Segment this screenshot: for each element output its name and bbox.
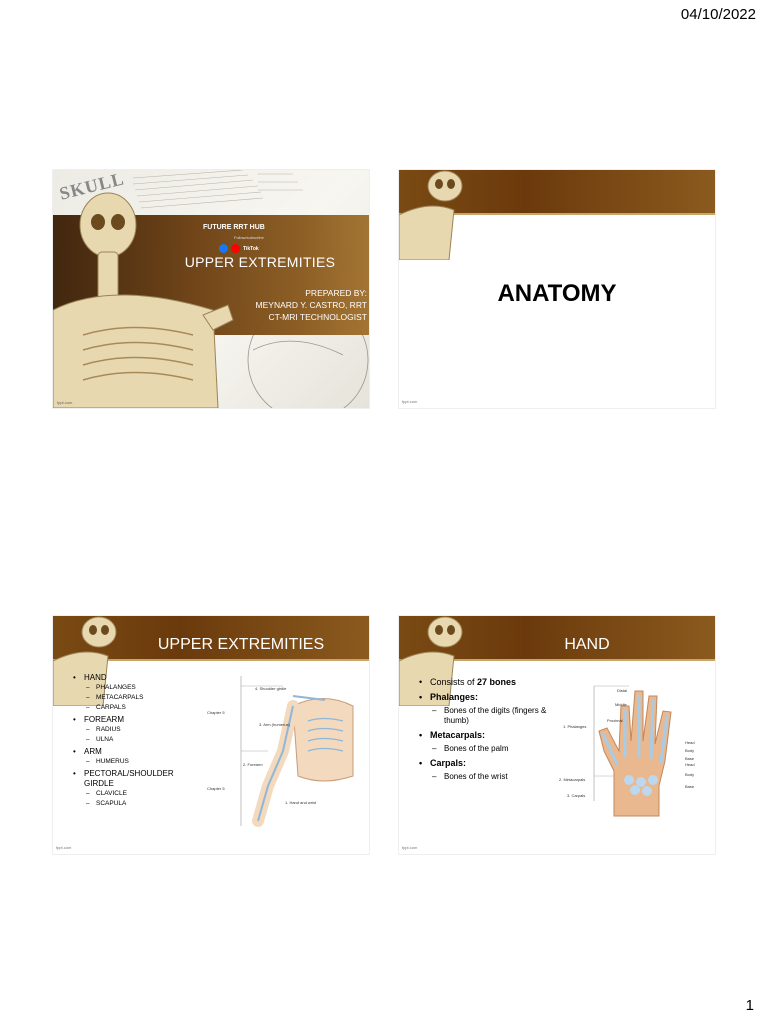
list-item: PECTORAL/SHOULDER GIRDLE (73, 769, 193, 789)
list-item: HAND (73, 673, 193, 683)
corner-skeleton-image (399, 170, 463, 260)
list-item: FOREARM (73, 715, 193, 725)
slide-main-title: UPPER EXTREMITIES (184, 254, 336, 270)
page-date: 04/10/2022 (680, 6, 756, 23)
consists-prefix: Consists of (430, 677, 475, 687)
slide-heading: UPPER EXTREMITIES (157, 636, 325, 653)
list-subitem: RADIUS (73, 725, 193, 735)
slide-footer: fppt.com (57, 400, 73, 405)
upper-limb-figure: Chapter 5 Chapter 5 4. Shoulder girdle 3… (207, 676, 363, 836)
hand-figure: Distal Middle Proximal 1. Phalanges 2. M… (559, 676, 709, 826)
prepared-line: PREPARED BY: (305, 288, 367, 298)
prepared-by: PREPARED BY: MEYNARD Y. CASTRO, RRT CT-M… (221, 287, 367, 323)
carpals-label: 3. Carpals (567, 793, 586, 798)
social-icons: TikTok (219, 244, 259, 253)
hub-title: FUTURE RRT HUB (203, 224, 265, 231)
list-subitem: CLAVICLE (73, 789, 193, 799)
middle-label: Middle (615, 702, 627, 707)
facebook-icon (219, 244, 228, 253)
proximal-label: Proximal (607, 718, 623, 723)
tiktok-label: TikTok (243, 245, 259, 252)
skeleton-image (53, 192, 234, 408)
list-subitem: SCAPULA (73, 799, 193, 809)
page-number: 1 (745, 997, 754, 1014)
header-line (399, 213, 715, 215)
base-label: Base (685, 756, 695, 761)
bone-list: HAND PHALANGES METACARPALS CARPALS FOREA… (73, 671, 193, 809)
list-subitem: CARPALS (73, 703, 193, 713)
list-subitem: Bones of the digits (fingers & thumb) (419, 706, 569, 726)
body-label: Body (685, 772, 695, 777)
slide-hand: HAND Consists of 27 bones Phalanges: Bon… (399, 616, 715, 854)
metacarpals-label: 2. Metacarpals (559, 777, 586, 782)
shoulder-label: 4. Shoulder girdle (255, 686, 287, 691)
chapter-label: Chapter 5 (207, 786, 225, 791)
list-item: Consists of 27 bones (419, 677, 569, 688)
list-subitem: ULNA (73, 735, 193, 745)
list-item: Phalanges: (419, 692, 569, 703)
list-item: Metacarpals: (419, 730, 569, 741)
hand-label: 1. Hand and wrist (285, 800, 317, 805)
prepared-line: MEYNARD Y. CASTRO, RRT (255, 300, 367, 310)
list-item: ARM (73, 747, 193, 757)
list-item: Carpals: (419, 758, 569, 769)
youtube-icon (231, 244, 240, 253)
hand-illustration (593, 685, 672, 817)
head-label: Head (685, 740, 695, 745)
slide-footer: fppt.com (56, 845, 72, 850)
distal-label: Distal (617, 688, 628, 693)
arm-label: 3. Arm (humerus) (259, 722, 290, 727)
body-label: Body (685, 748, 695, 753)
consists-count: 27 bones (477, 677, 517, 687)
head-label: Head (685, 762, 695, 767)
slide-title: SKULL FUTURE RRT HUB Follow/subscribe Ti… (53, 170, 369, 408)
phalanges-label: 1. Phalanges (563, 724, 587, 729)
slide-upper-extremities: UPPER EXTREMITIES HAND PHALANGES METACAR… (53, 616, 369, 854)
list-subitem: HUMERUS (73, 757, 193, 767)
slide-footer: fppt.com (402, 845, 418, 850)
forearm-label: 2. Forearm (243, 762, 263, 767)
slide-footer: fppt.com (402, 399, 418, 404)
header-line (53, 659, 369, 661)
chapter-label: Chapter 5 (207, 710, 225, 715)
slide-heading: ANATOMY (497, 280, 617, 307)
list-subitem: Bones of the palm (419, 744, 569, 754)
list-subitem: PHALANGES (73, 683, 193, 693)
slide-heading: HAND (564, 636, 610, 653)
hand-bone-list: Consists of 27 bones Phalanges: Bones of… (419, 673, 569, 782)
upper-limb-illustration (240, 676, 354, 827)
prepared-line: CT-MRI TECHNOLOGIST (268, 312, 367, 322)
base-label: Base (685, 784, 695, 789)
header-line (399, 659, 715, 661)
hub-subtitle: Follow/subscribe (234, 235, 264, 240)
list-subitem: METACARPALS (73, 693, 193, 703)
list-subitem: Bones of the wrist (419, 772, 569, 782)
slide-anatomy: ANATOMY fppt.com (399, 170, 715, 408)
